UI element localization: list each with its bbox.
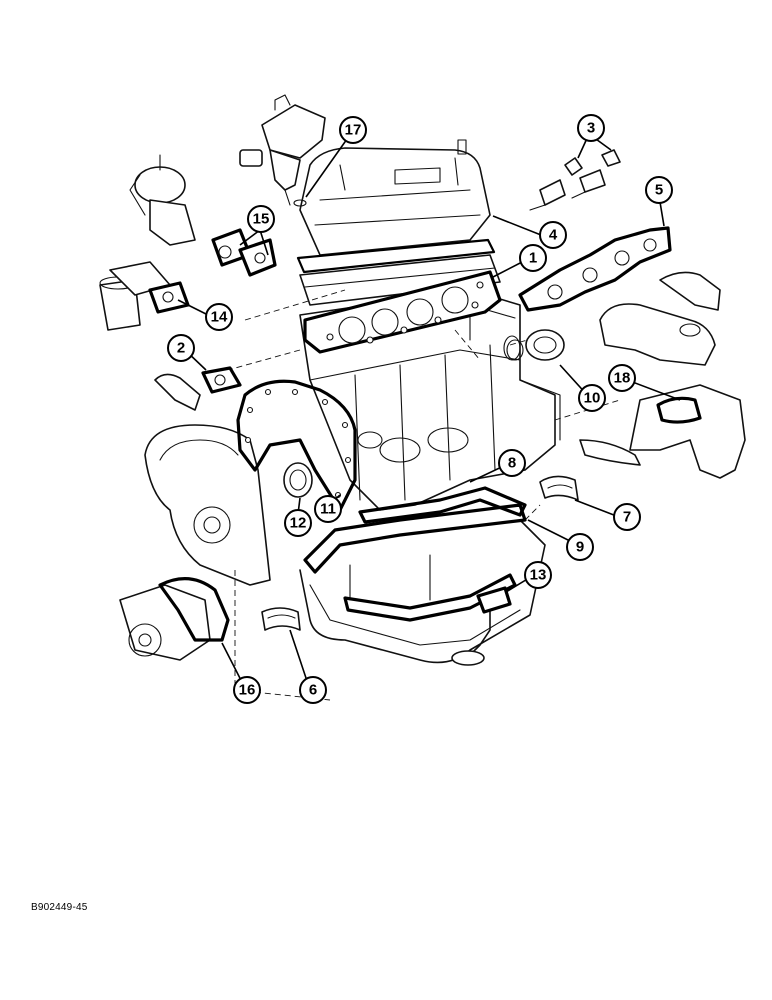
callout-15: 15 — [247, 205, 275, 233]
figure-code: B902449-45 — [31, 902, 88, 913]
svg-text:8: 8 — [508, 455, 516, 472]
svg-text:11: 11 — [320, 501, 336, 518]
thermostat-gasket — [201, 366, 242, 394]
exhaust-manifold-gasket — [518, 226, 672, 312]
svg-text:15: 15 — [253, 211, 270, 228]
oil-filter — [99, 261, 171, 331]
svg-text:17: 17 — [345, 122, 362, 139]
fuel-pump-gaskets — [211, 228, 277, 277]
callout-6: 6 — [299, 676, 327, 704]
rocker-cover-gasket — [296, 238, 496, 274]
svg-text:7: 7 — [623, 509, 631, 526]
rear-crank-seal — [503, 329, 565, 361]
exhaust-flange-gasket — [656, 396, 702, 424]
callout-10: 10 — [578, 384, 606, 412]
callout-12: 12 — [284, 509, 312, 537]
callout-5: 5 — [645, 176, 673, 204]
callout-14: 14 — [205, 303, 233, 331]
valve-stem-seals — [529, 149, 621, 211]
svg-text:1: 1 — [529, 250, 537, 267]
thermostat-housing — [154, 373, 201, 411]
front-main-seal-retainer — [261, 607, 301, 631]
svg-text:6: 6 — [309, 682, 317, 699]
callout-8: 8 — [498, 449, 526, 477]
svg-text:12: 12 — [290, 515, 307, 532]
distributor — [239, 94, 326, 207]
callout-9: 9 — [566, 533, 594, 561]
callout-18: 18 — [608, 364, 636, 392]
svg-text:14: 14 — [211, 309, 228, 326]
head-gasket — [303, 270, 502, 354]
timing-cover-gasket — [236, 379, 357, 512]
callout-4: 4 — [539, 221, 567, 249]
svg-text:5: 5 — [655, 182, 663, 199]
svg-text:13: 13 — [530, 567, 547, 584]
water-pump — [119, 584, 211, 661]
intake-manifold — [599, 271, 721, 366]
svg-text:18: 18 — [614, 370, 631, 387]
oil-filter-adapter-gasket — [148, 281, 190, 314]
fuel-pump — [129, 154, 196, 246]
svg-text:2: 2 — [177, 340, 185, 357]
callout-17: 17 — [339, 116, 367, 144]
oil-pan-gasket-upper — [358, 486, 527, 524]
timing-cover — [144, 424, 271, 586]
callout-2: 2 — [167, 334, 195, 362]
oil-pickup-gasket — [476, 586, 512, 614]
callout-3: 3 — [577, 114, 605, 142]
svg-text:10: 10 — [584, 390, 601, 407]
svg-text:9: 9 — [576, 539, 584, 556]
svg-text:4: 4 — [549, 227, 558, 244]
callout-1: 1 — [519, 244, 547, 272]
front-crank-seal — [283, 462, 313, 498]
callout-7: 7 — [613, 503, 641, 531]
svg-text:16: 16 — [239, 682, 256, 699]
callout-16: 16 — [233, 676, 261, 704]
callout-11: 11 — [314, 495, 342, 523]
cylinder-head — [299, 254, 501, 306]
water-pump-gasket — [158, 577, 230, 642]
oil-pickup — [451, 609, 491, 666]
rocker-cover — [299, 139, 491, 256]
rear-main-seal-retainer — [539, 475, 579, 501]
exhaust-manifold — [579, 384, 746, 479]
svg-text:3: 3 — [587, 120, 595, 137]
callout-13: 13 — [524, 561, 552, 589]
oil-pan-gasket-lower — [303, 503, 527, 622]
